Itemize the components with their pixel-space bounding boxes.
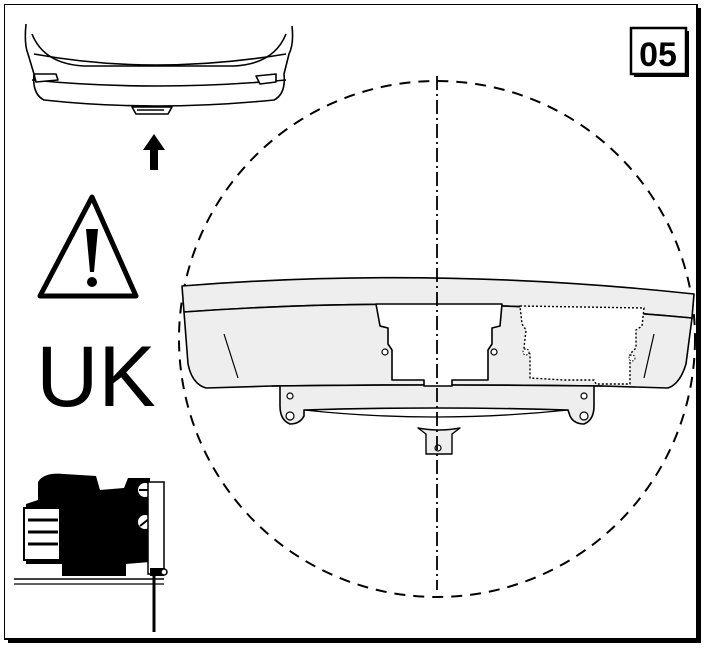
- step-number: 05: [639, 36, 677, 74]
- step-number-badge: 05: [629, 26, 689, 77]
- instruction-diagram: 05 UK: [4, 4, 701, 643]
- region-label: UK: [36, 329, 155, 425]
- warning-triangle-icon: [37, 194, 139, 299]
- arrow-up-icon: [143, 134, 165, 170]
- rear-bumper-overview-icon: [24, 23, 294, 115]
- detail-circle: [178, 80, 696, 598]
- jigsaw-icon: [14, 473, 168, 632]
- bumper-detail: [181, 276, 695, 455]
